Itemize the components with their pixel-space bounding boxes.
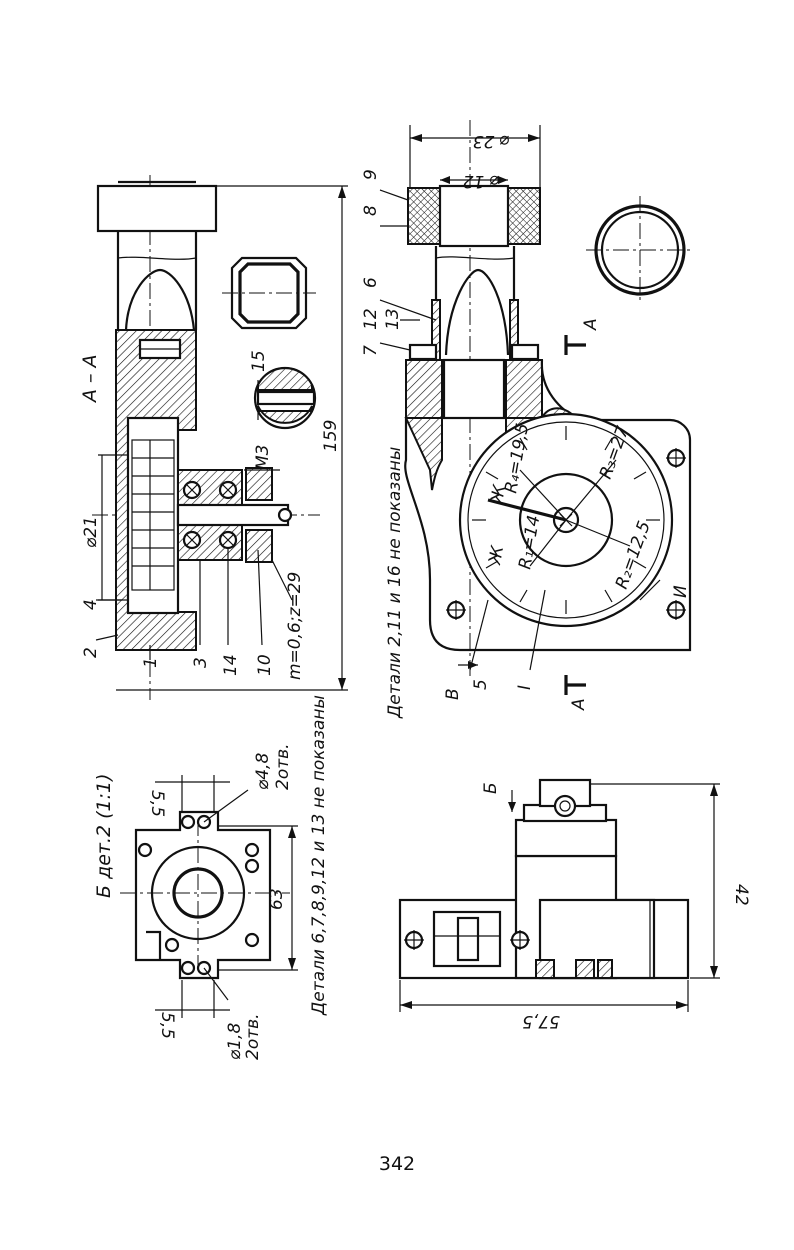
part-4: 4: [81, 599, 101, 610]
dim-s55-top: 5,5: [147, 790, 167, 817]
part-1: 1: [141, 657, 161, 668]
part-7: 7: [361, 345, 381, 356]
dial-ticks: [472, 426, 660, 614]
part-2: 2: [81, 647, 101, 658]
marker-b: Б: [481, 782, 501, 794]
part-12: 12: [361, 308, 381, 330]
part-14: 14: [221, 654, 241, 676]
part-9: 9: [361, 169, 381, 180]
part-10: 10: [255, 654, 275, 676]
section-aa-title: А – А: [79, 354, 101, 404]
view-b-title: Б дет.2 (1:1): [93, 773, 115, 898]
dim-hole48-count: 2отв.: [273, 743, 293, 790]
dim-m3: M3: [253, 445, 273, 470]
dim-575: 57,5: [522, 1011, 560, 1031]
dim-159: 159: [321, 420, 341, 452]
part-13: 13: [383, 308, 403, 330]
dim-d21: ⌀21: [81, 516, 101, 548]
roman-i: I: [515, 685, 535, 690]
note-top: Детали 2,11 и 16 не показаны: [385, 447, 405, 719]
dim-hole48: ⌀4,8: [253, 753, 273, 790]
dim-63: 63: [267, 888, 287, 910]
part-15: 15: [249, 350, 269, 372]
side-view: 57,5 42 Б: [398, 778, 751, 1031]
note-left: Детали 6,7,8,9,12 и 13 не показаны: [309, 695, 329, 1016]
part-8: 8: [361, 205, 381, 216]
dim-d23: ⌀ 23: [473, 131, 510, 151]
marker-v: В: [443, 688, 463, 700]
dim-42: 42: [731, 884, 751, 906]
marker-a-top: А: [581, 318, 601, 331]
marker-a-bottom: А: [569, 698, 589, 711]
dim-d12: ⌀ 12: [463, 171, 500, 191]
part-6: 6: [361, 277, 381, 288]
dim-s55-bottom: 5,5: [157, 1012, 177, 1039]
page-number: 342: [378, 1153, 416, 1175]
label-i: И: [671, 585, 691, 598]
dim-hole18: ⌀1,8: [225, 1023, 245, 1060]
dim-gear: m=0,6;z=29: [285, 572, 305, 680]
main-view: ⌀ 23 ⌀ 12 9 8 6 12 13 7 А А В 5 I И R₃=2…: [361, 120, 694, 719]
section-aa-view: А – А ⌀21 159 M3 m=0,6;z=29 4 2 1 3 14 1…: [79, 175, 348, 700]
label-zh: Ж: [485, 544, 508, 567]
part-5: 5: [471, 679, 491, 690]
rotor-teeth: [131, 439, 175, 591]
dim-hole18-count: 2отв.: [243, 1013, 263, 1060]
view-b: Б дет.2 (1:1) 63 ⌀4,8 2отв. ⌀1,8 2отв. 5…: [93, 695, 329, 1060]
part-3: 3: [191, 657, 211, 668]
label-zh2: Ж: [487, 483, 510, 506]
